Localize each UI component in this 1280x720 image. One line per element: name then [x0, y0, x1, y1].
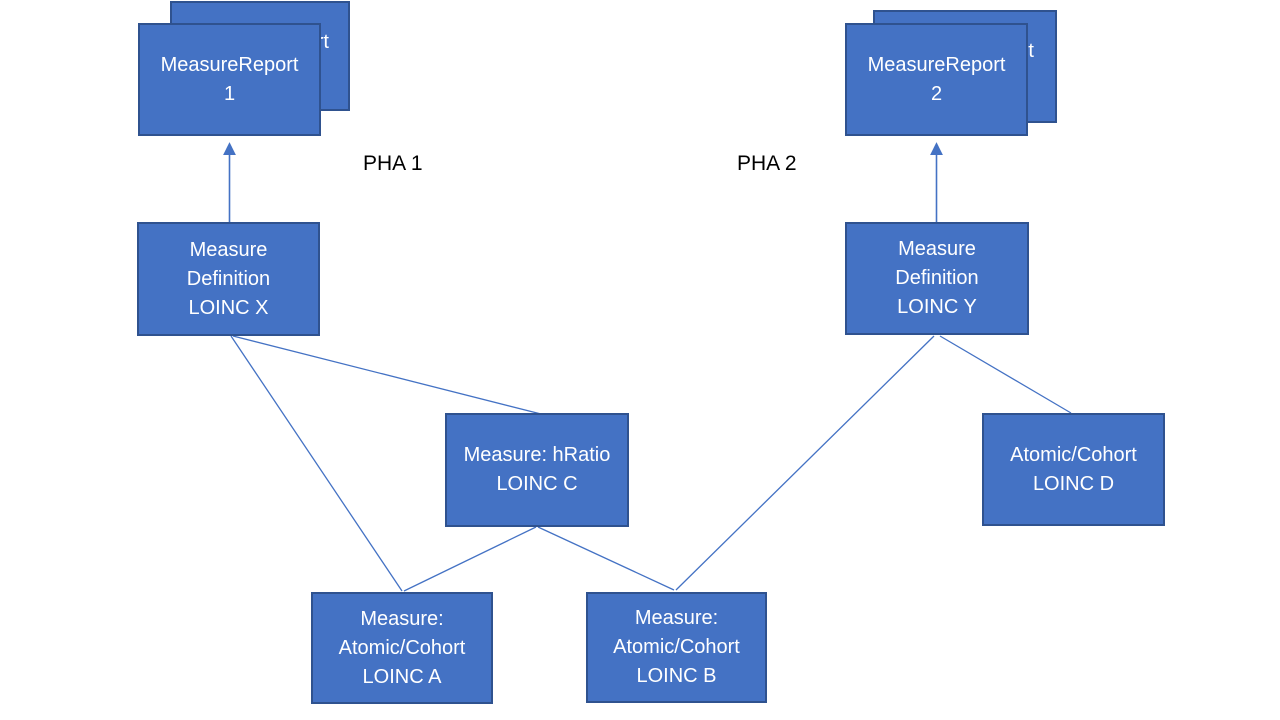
connector-defx-to-hratioc — [232, 335, 542, 415]
connector-hratioc-to-atomicb — [537, 526, 675, 591]
node-label: Measure: hRatio LOINC C — [463, 444, 611, 495]
label-pha-2: PHA 2 — [737, 152, 797, 175]
node-label: Measure Definition LOINC Y — [895, 238, 979, 318]
node-measure-definition-loinc-y: Measure Definition LOINC Y — [845, 222, 1029, 335]
connector-defy-to-atomicb — [675, 335, 935, 591]
node-label: Measure Definition LOINC X — [186, 238, 271, 319]
node-measure-report-2: MeasureReport 2 — [845, 23, 1028, 136]
node-label: MeasureReport 1 — [160, 53, 299, 105]
node-measure-atomic-cohort-loinc-a: Measure: Atomic/Cohort LOINC A — [311, 592, 493, 704]
connector-defy-to-atomicd — [939, 335, 1072, 414]
connector-defx-to-atomica — [230, 335, 403, 592]
connector-hratioc-to-atomica — [403, 526, 537, 592]
node-label: Measure: Atomic/Cohort LOINC A — [338, 607, 466, 688]
label-pha-1: PHA 1 — [363, 152, 423, 175]
node-label: Atomic/Cohort LOINC D — [1010, 443, 1137, 495]
node-measure-atomic-cohort-loinc-b: Measure: Atomic/Cohort LOINC B — [586, 592, 767, 703]
node-measure-definition-loinc-x: Measure Definition LOINC X — [137, 222, 320, 336]
node-atomic-cohort-loinc-d: Atomic/Cohort LOINC D — [982, 413, 1165, 526]
node-measure-report-1: MeasureReport 1 — [138, 23, 321, 136]
node-measure-hratio-loinc-c: Measure: hRatio LOINC C — [445, 413, 629, 527]
node-label: Measure: Atomic/Cohort LOINC B — [613, 607, 740, 687]
node-label: MeasureReport 2 — [867, 53, 1006, 105]
